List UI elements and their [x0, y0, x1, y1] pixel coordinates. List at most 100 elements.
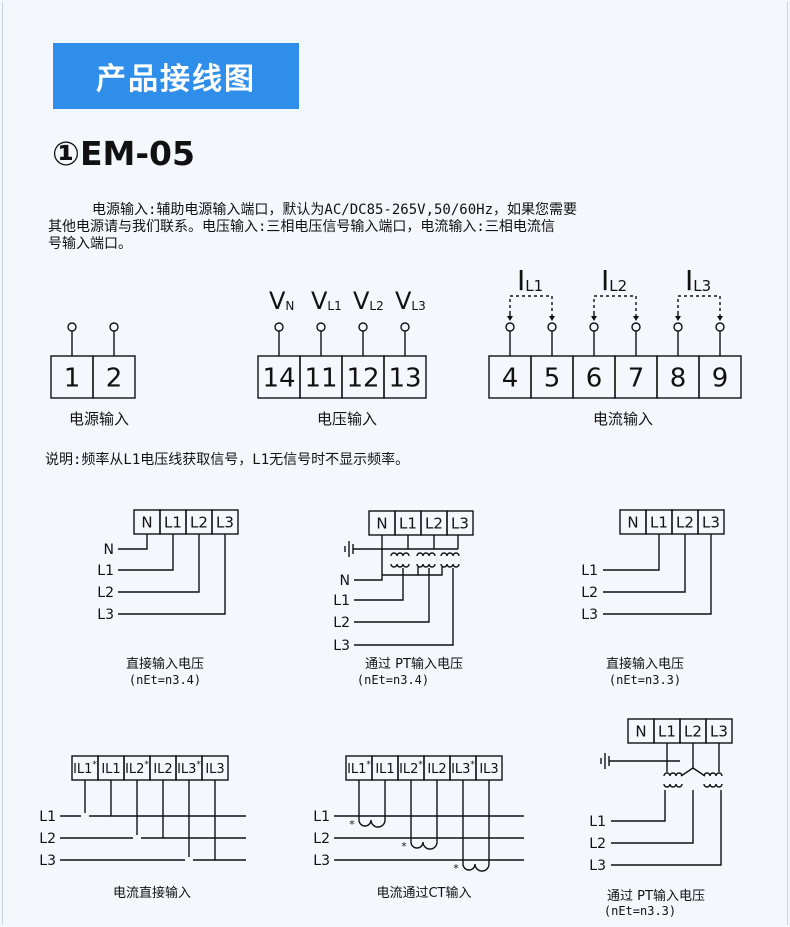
d2-pt-coil — [440, 552, 460, 557]
voltage-terminal-label: 11 — [304, 363, 337, 393]
d5-ct-coil — [462, 863, 490, 872]
d3-caption: 直接输入电压 — [606, 656, 684, 672]
d4-line-label: L3 — [39, 853, 56, 869]
d6-terminal-label: N — [635, 722, 646, 740]
current-symbol: IL3 — [685, 264, 711, 297]
d5-line-label: L1 — [313, 809, 330, 825]
d4-label: IL3 — [205, 762, 224, 777]
d6-wire — [680, 767, 706, 777]
voltage-symbol: VL1 — [311, 287, 342, 315]
d3-terminal-label: L3 — [702, 513, 720, 531]
arrow-icon — [717, 316, 723, 321]
d4-caption: 电流直接输入 — [113, 885, 191, 901]
d1-wire — [118, 534, 148, 550]
d3-line-label: L2 — [581, 585, 598, 601]
d3-terminal-label: L1 — [650, 513, 668, 531]
terminal-post — [715, 322, 725, 332]
d4-line-label: L2 — [39, 831, 56, 847]
d2-line-label: L3 — [333, 638, 350, 654]
d3-terminal-label: L2 — [676, 513, 694, 531]
terminal-post — [274, 322, 284, 332]
voltage-terminal-label: 12 — [346, 363, 379, 393]
d2-line-label: L1 — [333, 593, 350, 609]
terminal-post — [589, 322, 599, 332]
d6-line-label: L1 — [589, 814, 606, 830]
terminal-post — [316, 322, 326, 332]
voltage-symbol: VL3 — [395, 287, 426, 315]
d5-label: IL2 — [427, 762, 446, 777]
current-symbol: IL2 — [601, 264, 627, 297]
terminal-post — [109, 322, 119, 332]
d5-line-label: L3 — [313, 853, 330, 869]
d2-terminal-label: L2 — [425, 514, 443, 532]
current-caption: 电流输入 — [593, 410, 653, 428]
voltage-symbol: VN — [269, 287, 294, 315]
d2-caption: 通过 PT输入电压 — [365, 656, 463, 672]
terminal-post — [67, 322, 77, 332]
d6-wire — [611, 790, 722, 866]
d2-wire — [354, 568, 454, 646]
arrow-icon — [591, 316, 597, 321]
description-line-2: 其他电源请与我们联系。电压输入:三相电压信号输入端口，电流输入:三相电流信 — [48, 219, 555, 235]
d1-line-label: N — [104, 542, 114, 558]
d2-terminal-label: L1 — [399, 514, 417, 532]
current-loop-dashed — [509, 295, 553, 314]
d2-wire — [382, 567, 419, 576]
terminal-post — [358, 322, 368, 332]
power-terminal-label: 1 — [64, 363, 81, 393]
d1-caption: 直接输入电压 — [126, 656, 204, 672]
d5-line-label: L2 — [313, 831, 330, 847]
d1-terminal-label: L1 — [164, 513, 182, 531]
d4-label: IL2* — [125, 760, 149, 777]
d2-sub: (nEt=n3.4) — [357, 673, 429, 687]
d2-terminal-label: N — [376, 514, 387, 532]
terminal-post — [547, 322, 557, 332]
d6-terminal-label: L3 — [710, 722, 728, 740]
d4-wire — [193, 780, 216, 861]
d6-caption: 通过 PT输入电压 — [607, 888, 705, 904]
d5-label: IL3* — [451, 760, 475, 777]
current-loop-dashed — [593, 295, 637, 314]
d6-pt-coil — [663, 783, 683, 788]
d3-wire — [603, 534, 712, 615]
d4-line-label: L1 — [39, 809, 56, 825]
d2-wire — [418, 567, 443, 576]
page-title: 产品接线图 — [53, 43, 299, 109]
d2-pt-coil — [390, 552, 410, 557]
d4-wire — [89, 780, 112, 817]
d2-pt-coil — [440, 563, 460, 568]
d4-label: IL1 — [101, 762, 120, 777]
voltage-terminal-label: 13 — [388, 363, 421, 393]
terminal-post — [631, 322, 641, 332]
d1-line-label: L2 — [97, 585, 114, 601]
terminal-post — [400, 322, 410, 332]
d2-pt-coil — [416, 563, 436, 568]
model-name: ①EM-05 — [52, 134, 195, 173]
d2-terminal-label: L3 — [451, 514, 469, 532]
arrow-icon — [549, 316, 555, 321]
current-terminal-label: 6 — [586, 363, 603, 393]
d2-line-label: N — [340, 573, 350, 589]
current-terminal-label: 9 — [712, 363, 729, 393]
d6-wire — [611, 790, 666, 822]
d1-line-label: L1 — [97, 563, 114, 579]
d2-line-label: L2 — [333, 615, 350, 631]
d6-pt-coil — [703, 783, 723, 788]
d1-terminal-label: L3 — [216, 513, 234, 531]
d5-ct-coil — [358, 819, 386, 828]
current-symbol: IL1 — [517, 264, 543, 297]
d6-line-label: L2 — [589, 836, 606, 852]
d3-sub: (nEt=n3.3) — [609, 673, 681, 687]
terminal-post — [505, 322, 515, 332]
d5-label: IL3 — [479, 762, 498, 777]
d1-wire — [118, 534, 174, 571]
current-terminal-label: 8 — [670, 363, 687, 393]
d6-wire — [611, 790, 694, 844]
d5-polarity-mark: * — [453, 862, 459, 875]
d3-line-label: L1 — [581, 563, 598, 579]
description-line-3: 号输入端口。 — [48, 236, 132, 252]
description-line-1: 电源输入:辅助电源输入端口，默认为AC/DC85-265V,50/60Hz，如果… — [92, 202, 578, 218]
